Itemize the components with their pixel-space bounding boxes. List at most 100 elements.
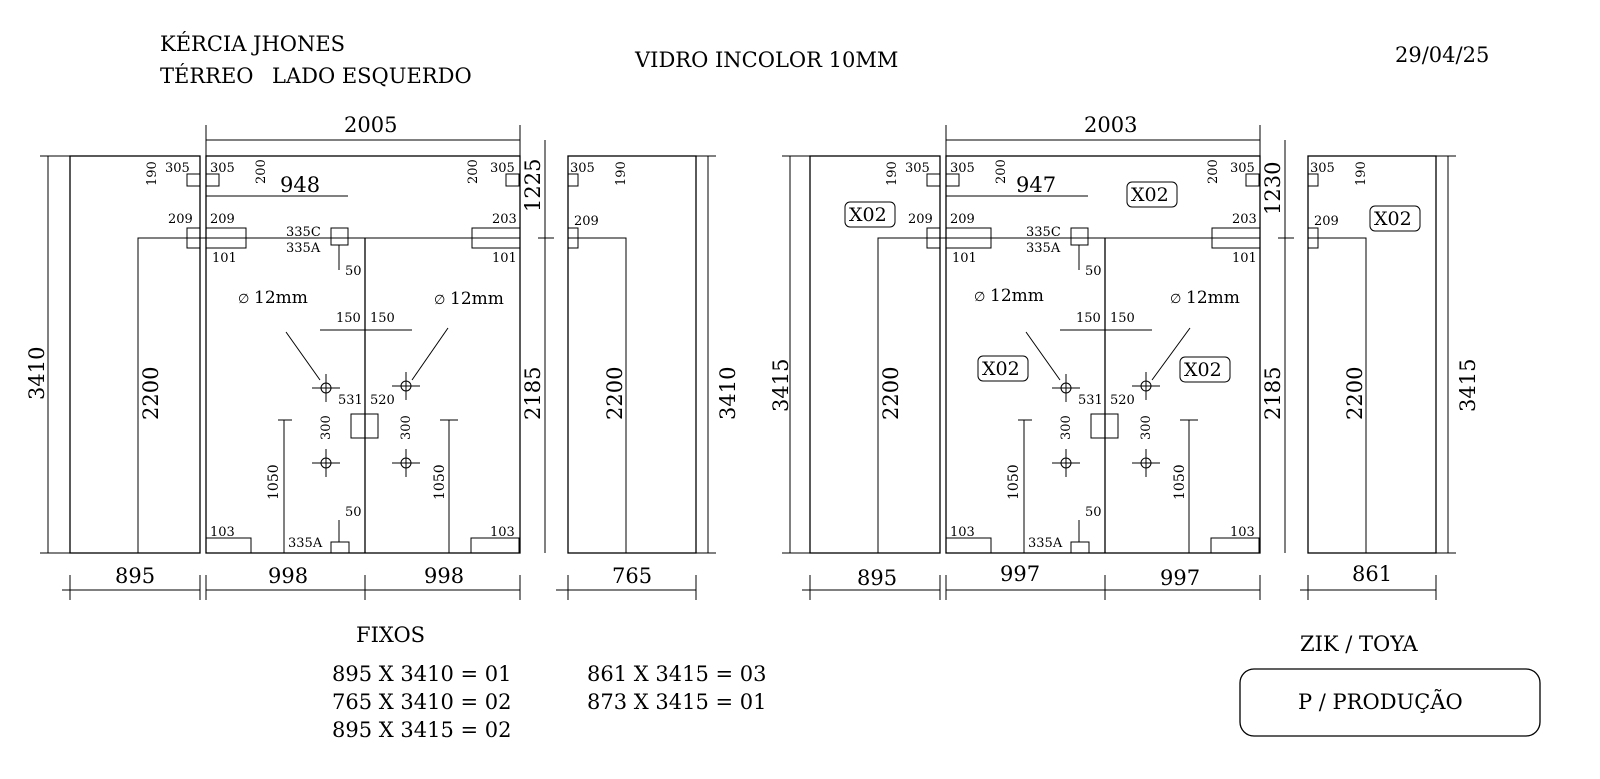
fixos-item: 895 X 3410 = 01 <box>332 662 512 686</box>
svg-text:203: 203 <box>492 212 517 227</box>
top-width-dim: 2003 <box>1084 113 1137 137</box>
svg-text:1050: 1050 <box>1006 464 1022 500</box>
top-gap-dim: 1230 <box>1261 162 1285 215</box>
svg-text:531: 531 <box>338 393 363 408</box>
bottom-fixed-right: 765 <box>612 564 652 588</box>
tag-x02: X02 <box>1374 208 1412 230</box>
overall-height-left: 3415 <box>769 359 793 412</box>
svg-text:520: 520 <box>370 393 395 408</box>
fixed-right-outline <box>568 237 627 553</box>
svg-text:300: 300 <box>1139 415 1154 440</box>
svg-text:12mm: 12mm <box>990 286 1044 306</box>
svg-text:150: 150 <box>336 311 361 326</box>
svg-text:209: 209 <box>168 212 193 227</box>
left-drawing: 2005 3410 3410 1225 2185 2200 2200 895 9… <box>25 113 740 600</box>
svg-text:895: 895 <box>857 566 897 590</box>
svg-text:200: 200 <box>994 159 1009 184</box>
bottom-door-left: 998 <box>268 564 308 588</box>
top-width-dim: 2005 <box>344 113 397 137</box>
svg-text:103: 103 <box>490 525 515 540</box>
svg-text:101: 101 <box>212 251 237 266</box>
overall-height-right: 3410 <box>716 367 740 420</box>
fixed-left-outline <box>137 237 206 553</box>
svg-text:∅: ∅ <box>238 292 249 307</box>
svg-text:209: 209 <box>574 214 599 229</box>
fixos-title: FIXOS <box>356 623 425 647</box>
top-gap-dim: 1225 <box>521 159 545 212</box>
fixed-panel-right <box>1307 155 1437 554</box>
svg-text:305: 305 <box>490 161 515 176</box>
fixed-panel-left <box>69 155 201 554</box>
svg-text:150: 150 <box>1110 311 1135 326</box>
svg-text:103: 103 <box>1230 525 1255 540</box>
svg-text:531: 531 <box>1078 393 1103 408</box>
svg-text:203: 203 <box>1232 212 1257 227</box>
door-frame <box>945 155 1261 554</box>
tag-x02: X02 <box>1184 359 1222 381</box>
svg-text:209: 209 <box>908 212 933 227</box>
svg-text:190: 190 <box>1354 161 1369 186</box>
tag-x02: X02 <box>982 358 1020 380</box>
date: 29/04/25 <box>1395 43 1489 67</box>
svg-text:∅: ∅ <box>434 293 445 308</box>
bottom-fixed-left: 895 <box>115 564 155 588</box>
overall-height-left: 3410 <box>25 347 49 400</box>
glass-spec: VIDRO INCOLOR 10MM <box>634 48 898 72</box>
svg-text:209: 209 <box>950 212 975 227</box>
svg-text:50: 50 <box>1085 264 1102 279</box>
svg-text:∅: ∅ <box>974 290 985 305</box>
svg-text:209: 209 <box>1314 214 1339 229</box>
svg-text:2200: 2200 <box>879 367 903 420</box>
client-name: KÉRCIA JHONES <box>160 32 345 56</box>
svg-text:1050: 1050 <box>432 464 448 500</box>
svg-text:335C: 335C <box>286 225 321 240</box>
side-label: LADO ESQUERDO <box>272 64 472 88</box>
svg-text:305: 305 <box>1230 161 1255 176</box>
tag-x02: X02 <box>849 204 887 226</box>
right-drawing: 2003 3415 3415 1230 2185 2200 2200 895 9… <box>769 113 1480 600</box>
fixed-panel-left <box>809 155 941 554</box>
svg-text:101: 101 <box>952 251 977 266</box>
svg-text:335A: 335A <box>1028 536 1063 551</box>
svg-text:300: 300 <box>1059 415 1074 440</box>
svg-text:305: 305 <box>165 161 190 176</box>
svg-text:∅: ∅ <box>1170 292 1181 307</box>
bottom-door-right: 998 <box>424 564 464 588</box>
svg-text:50: 50 <box>345 264 362 279</box>
fixed-left-height: 2200 <box>139 367 163 420</box>
svg-text:200: 200 <box>1206 159 1221 184</box>
tag-x02: X02 <box>1131 184 1169 206</box>
svg-text:305: 305 <box>210 161 235 176</box>
svg-text:305: 305 <box>1310 161 1335 176</box>
svg-text:190: 190 <box>614 161 629 186</box>
lock-box <box>350 413 379 439</box>
production-button[interactable]: P / PRODUÇÃO <box>1239 668 1541 737</box>
svg-text:2200: 2200 <box>1343 367 1367 420</box>
fixos-item: 895 X 3415 = 02 <box>332 718 512 742</box>
svg-text:50: 50 <box>1085 505 1102 520</box>
svg-text:335C: 335C <box>1026 225 1061 240</box>
svg-text:190: 190 <box>885 161 900 186</box>
svg-text:305: 305 <box>570 161 595 176</box>
fixed-right-height: 2200 <box>603 367 627 420</box>
brand-label: ZIK / TOYA <box>1300 632 1418 656</box>
svg-text:200: 200 <box>254 159 269 184</box>
svg-text:103: 103 <box>210 525 235 540</box>
fixos-item: 765 X 3410 = 02 <box>332 690 512 714</box>
svg-text:305: 305 <box>905 161 930 176</box>
svg-text:997: 997 <box>1160 566 1200 590</box>
svg-text:12mm: 12mm <box>1186 288 1240 308</box>
svg-text:997: 997 <box>1000 562 1040 586</box>
svg-text:12mm: 12mm <box>254 288 308 308</box>
svg-text:1050: 1050 <box>266 464 282 500</box>
door-height-dim: 2185 <box>1261 367 1285 420</box>
overall-height-right: 3415 <box>1456 359 1480 412</box>
svg-text:305: 305 <box>950 161 975 176</box>
svg-text:861: 861 <box>1352 562 1392 586</box>
svg-text:300: 300 <box>399 415 414 440</box>
svg-text:150: 150 <box>1076 311 1101 326</box>
svg-text:335A: 335A <box>288 536 323 551</box>
svg-text:335A: 335A <box>1026 241 1061 256</box>
svg-text:200: 200 <box>466 159 481 184</box>
svg-text:947: 947 <box>1016 173 1056 197</box>
